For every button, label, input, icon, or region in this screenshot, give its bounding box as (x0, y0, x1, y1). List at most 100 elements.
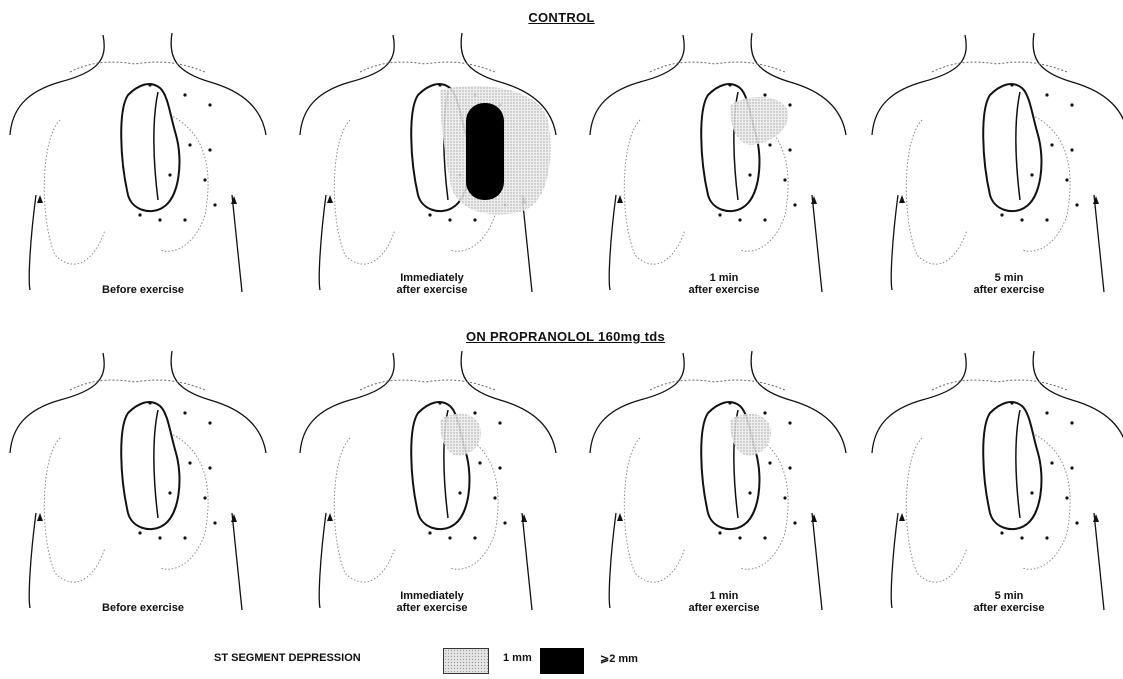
electrode-dot-0 (148, 401, 151, 404)
electrode-dot-5 (1030, 173, 1033, 176)
electrode-dot-0 (438, 401, 441, 404)
electrode-dot-8 (158, 536, 161, 539)
electrode-dot-3 (478, 461, 481, 464)
electrode-dot-5 (168, 173, 171, 176)
septum-line (154, 92, 158, 200)
electrode-dot-2 (788, 421, 791, 424)
left-arm-outline (319, 513, 326, 608)
torso-panel-0-2 (590, 33, 846, 292)
septum-line (154, 410, 158, 518)
left-arrow-head (37, 195, 43, 203)
electrode-dot-7 (718, 531, 721, 534)
legend-label-2mm: ⩾2 mm (600, 652, 638, 665)
septum-line (1016, 92, 1020, 200)
electrode-dot-7 (1000, 531, 1003, 534)
electrode-dot-3 (188, 461, 191, 464)
electrode-dot-0 (1010, 83, 1013, 86)
electrode-dot-8 (448, 536, 451, 539)
left-arm-outline (319, 195, 326, 290)
caption-line-1-2-1: after exercise (644, 602, 804, 614)
right-shoulder-outline (1033, 33, 1123, 135)
septum-line (1016, 410, 1020, 518)
left-arm-outline (29, 513, 36, 608)
legend-swatch-1mm (443, 648, 489, 674)
left-arrow-head (327, 195, 333, 203)
electrode-dot-3 (1050, 143, 1053, 146)
electrode-dot-6 (203, 496, 206, 499)
electrode-dot-7 (428, 531, 431, 534)
electrode-dot-1 (183, 93, 186, 96)
electrode-dot-4 (1070, 466, 1073, 469)
electrode-dot-8 (448, 218, 451, 221)
left-shoulder-outline (872, 35, 966, 135)
st-depression-1mm-area (730, 97, 788, 145)
electrode-dot-8 (158, 218, 161, 221)
right-arm-outline (232, 513, 242, 610)
electrode-dot-9 (473, 218, 476, 221)
heart-outline (121, 84, 179, 211)
electrode-dot-2 (208, 103, 211, 106)
right-arm-outline (522, 513, 532, 610)
electrode-dot-1 (1045, 411, 1048, 414)
electrode-dot-3 (188, 143, 191, 146)
st-depression-2mm-area (466, 103, 504, 200)
electrode-dot-1 (1045, 93, 1048, 96)
electrode-dot-6 (1065, 496, 1068, 499)
electrode-dot-2 (1070, 421, 1073, 424)
st-depression-1mm-area (730, 414, 771, 456)
electrode-dot-3 (1050, 461, 1053, 464)
left-arm-outline (609, 195, 616, 290)
electrode-dot-4 (498, 466, 501, 469)
electrode-dot-8 (738, 536, 741, 539)
caption-line-0-3-1: after exercise (929, 284, 1089, 296)
heart-outline (983, 402, 1041, 529)
electrode-dot-5 (1030, 491, 1033, 494)
electrode-dot-5 (748, 491, 751, 494)
electrode-dot-0 (148, 83, 151, 86)
electrode-dot-7 (138, 213, 141, 216)
electrode-dot-8 (738, 218, 741, 221)
electrode-dot-4 (208, 466, 211, 469)
left-arm-outline (29, 195, 36, 290)
left-arrow-head (899, 513, 905, 521)
right-arm-outline (812, 195, 822, 292)
caption-line-0-3-0: 5 min (929, 272, 1089, 284)
electrode-dot-4 (208, 148, 211, 151)
right-arm-outline (232, 195, 242, 292)
st-depression-1mm-area (440, 414, 481, 456)
heart-outline (121, 402, 179, 529)
heart-outline (983, 84, 1041, 211)
electrode-dot-10 (1075, 521, 1078, 524)
right-shoulder-outline (171, 33, 266, 135)
left-arm-outline (891, 513, 898, 608)
electrode-dot-8 (1020, 218, 1023, 221)
electrode-dot-10 (793, 203, 796, 206)
st-depression-1mm-0-2 (730, 97, 788, 145)
left-arm-outline (891, 195, 898, 290)
legend-title: ST SEGMENT DEPRESSION (214, 652, 361, 664)
caption-line-1-2-0: 1 min (644, 590, 804, 602)
torso-panel-0-0 (10, 33, 266, 292)
torso-panel-1-1 (300, 351, 556, 610)
caption-line-1-3-0: 5 min (929, 590, 1089, 602)
electrode-dot-7 (1000, 213, 1003, 216)
electrode-dot-7 (428, 213, 431, 216)
electrode-dot-6 (493, 496, 496, 499)
left-arrow-head (899, 195, 905, 203)
electrode-dot-2 (788, 103, 791, 106)
left-shoulder-outline (590, 35, 684, 135)
electrode-dot-5 (748, 173, 751, 176)
caption-line-0-1-0: Immediately (352, 272, 512, 284)
electrode-dot-5 (458, 491, 461, 494)
torso-panel-0-3 (872, 33, 1123, 292)
left-shoulder-outline (10, 35, 104, 135)
torso-panel-1-3 (872, 351, 1123, 610)
electrode-dot-0 (728, 401, 731, 404)
electrode-dot-1 (763, 411, 766, 414)
right-arm-outline (1094, 195, 1104, 292)
electrode-dot-9 (183, 218, 186, 221)
electrode-dot-10 (503, 521, 506, 524)
caption-line-0-1-1: after exercise (352, 284, 512, 296)
left-shoulder-outline (872, 353, 966, 453)
